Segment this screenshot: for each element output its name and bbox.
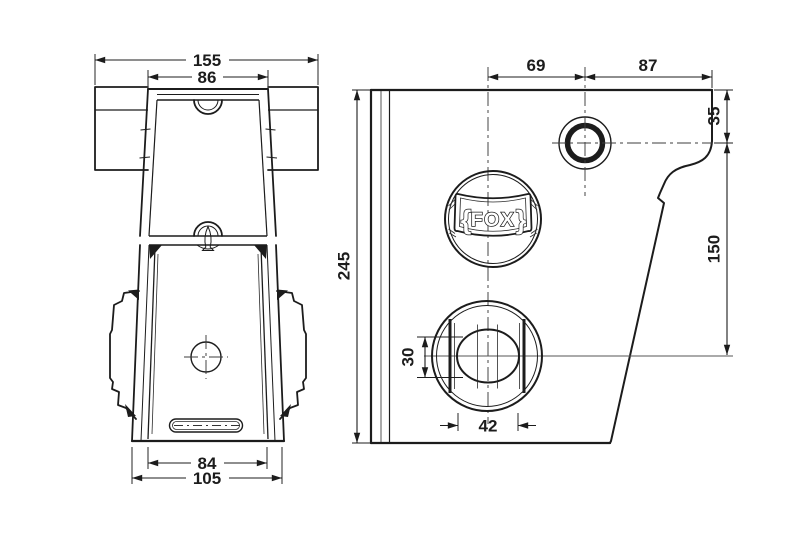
front-view: 155 86 84 105 — [94, 51, 319, 488]
top-saddle-arch — [193, 99, 223, 115]
dim-label-245: 245 — [335, 252, 354, 280]
dim-label-155: 155 — [193, 51, 221, 70]
slot-inner-lines — [477, 324, 498, 389]
side-plate-outline — [369, 88, 714, 445]
dim-base-overall-105: 105 — [131, 447, 283, 488]
side-upper-hole — [552, 67, 712, 196]
dim-label-87: 87 — [639, 56, 658, 75]
front-left-wing — [94, 86, 149, 171]
dim-hole-spacing-150: 150 — [705, 143, 731, 355]
dim-upper-width-86: 86 — [147, 68, 269, 87]
dim-overall-height-245: 245 — [335, 89, 371, 444]
front-left-clamp-profile — [109, 289, 140, 420]
front-upper-legs — [139, 88, 278, 237]
front-right-clamp-profile — [276, 289, 307, 420]
fox-logo-text: FOX — [471, 209, 516, 231]
hole-crosshair — [184, 335, 228, 379]
dim-base-inner-84: 84 — [147, 447, 268, 473]
dim-label-86: 86 — [198, 68, 217, 87]
logo-brace-left: { — [461, 205, 472, 235]
dim-overall-width-155: 155 — [94, 51, 319, 85]
leg-bend-ticks — [139, 128, 278, 159]
logo-screen-shape — [453, 193, 533, 237]
boss-oval — [456, 328, 520, 384]
plate-right-edge — [609, 89, 713, 444]
front-lower-body — [130, 244, 286, 443]
front-center-hole — [184, 335, 228, 379]
dim-label-150: 150 — [705, 235, 724, 263]
fox-logo-emblem: { FOX } — [444, 170, 542, 268]
dim-label-35: 35 — [705, 107, 724, 126]
dim-label-42: 42 — [479, 417, 498, 436]
boss-flats — [448, 319, 526, 393]
keyhole-dome — [193, 221, 223, 237]
side-lower-boss — [417, 300, 543, 412]
dim-hole-offsets-69-87: 69 87 — [488, 56, 713, 88]
front-bottom-slot — [168, 418, 244, 433]
dim-slot-width-42: 42 — [440, 413, 536, 436]
keyhole-slot — [201, 225, 215, 251]
dim-label-69: 69 — [527, 56, 546, 75]
gusset-right — [254, 245, 267, 259]
gusset-left — [149, 245, 162, 259]
logo-brace-right: } — [516, 205, 527, 235]
dim-label-105: 105 — [193, 469, 221, 488]
side-view: { FOX } 69 87 245 — [335, 56, 733, 445]
dim-label-30: 30 — [399, 348, 418, 367]
front-top-bar — [147, 88, 269, 115]
front-right-wing — [267, 86, 319, 171]
dim-label-84: 84 — [198, 454, 217, 473]
dim-top-to-hole-35: 35 — [705, 89, 733, 144]
dim-slot-height-30: 30 — [399, 337, 429, 378]
front-crossbar — [149, 221, 267, 259]
